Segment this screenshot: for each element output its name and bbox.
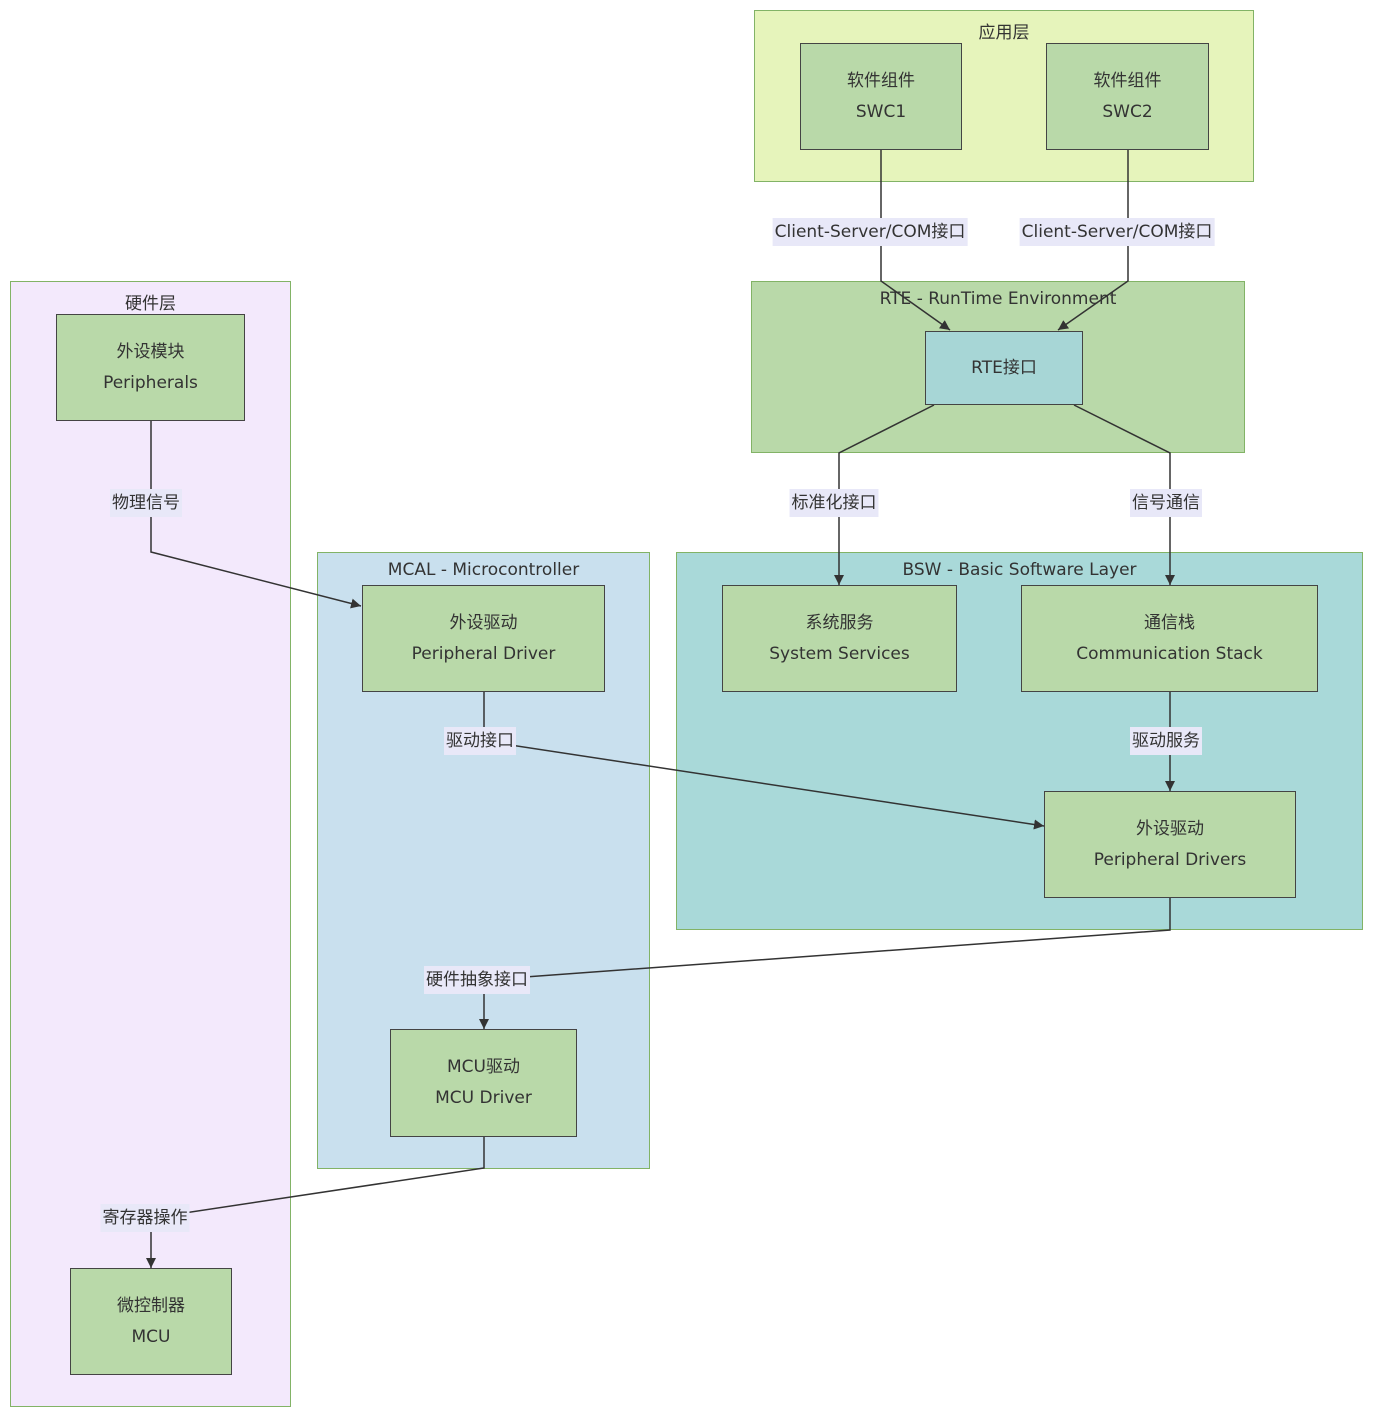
node-line: MCU驱动 — [447, 1057, 520, 1077]
cluster-title: MCAL - Microcontroller — [387, 560, 580, 580]
cluster-title: BSW - Basic Software Layer — [902, 560, 1137, 580]
node-rte-interface: RTE接口 — [925, 331, 1083, 405]
node-system-services: 系统服务 System Services — [722, 585, 957, 692]
node-mcu-driver: MCU驱动 MCU Driver — [390, 1029, 577, 1137]
node-line: 外设模块 — [116, 341, 185, 362]
edge-swc1-rte — [880, 150, 951, 331]
node-line: System Services — [769, 643, 910, 664]
cluster-title: RTE - RunTime Environment — [879, 289, 1117, 309]
edge-label: Client-Server/COM接口 — [772, 218, 968, 246]
node-bsw-peripheral-drivers: 外设驱动 Peripheral Drivers — [1044, 791, 1296, 898]
edge-rte-sys — [834, 404, 935, 585]
cluster-title: 硬件层 — [125, 294, 176, 314]
edge-label: 信号通信 — [1130, 489, 1202, 517]
node-mcal-peripheral-driver: 外设驱动 Peripheral Driver — [362, 585, 605, 692]
edge-label: 标准化接口 — [789, 489, 879, 517]
edge-hw-mcal — [150, 421, 362, 609]
edge-label: Client-Server/COM接口 — [1019, 218, 1215, 246]
node-peripherals: 外设模块 Peripherals — [56, 314, 245, 421]
node-line: MCU — [131, 1326, 171, 1347]
node-line: 软件组件 — [1093, 70, 1162, 91]
node-line: Peripheral Drivers — [1093, 849, 1247, 870]
node-line: RTE接口 — [971, 357, 1037, 378]
node-line: Peripherals — [103, 372, 198, 393]
edge-swc2-rte — [1057, 150, 1129, 331]
cluster-rte: RTE - RunTime Environment — [751, 281, 1245, 453]
node-line: 系统服务 — [805, 612, 874, 633]
node-line: 通信栈 — [1144, 612, 1195, 633]
node-line: 外设驱动 — [1136, 818, 1204, 839]
node-line: Communication Stack — [1076, 643, 1263, 664]
node-line: Peripheral Driver — [411, 643, 556, 664]
edge-label: 硬件抽象接口 — [424, 966, 530, 994]
node-communication-stack: 通信栈 Communication Stack — [1021, 585, 1318, 692]
edge-mcal-bsw — [483, 692, 1045, 830]
edge-label: 物理信号 — [110, 489, 182, 517]
node-line: MCU Driver — [435, 1088, 532, 1108]
cluster-title: 应用层 — [978, 23, 1030, 43]
node-mcu: 微控制器 MCU — [70, 1268, 232, 1375]
node-line: SWC2 — [1102, 101, 1153, 122]
edge-label: 驱动接口 — [444, 727, 516, 755]
edge-label: 驱动服务 — [1130, 727, 1202, 755]
node-line: 外设驱动 — [449, 612, 518, 633]
edge-rte-com — [1073, 404, 1175, 585]
edge-mcu-hw — [146, 1137, 485, 1268]
edge-bsw-mcu — [479, 898, 1171, 1029]
edge-label: 寄存器操作 — [100, 1204, 190, 1232]
node-line: SWC1 — [855, 101, 907, 122]
node-line: 软件组件 — [847, 70, 915, 91]
node-swc1: 软件组件 SWC1 — [800, 43, 962, 150]
node-line: 微控制器 — [117, 1295, 185, 1316]
node-swc2: 软件组件 SWC2 — [1046, 43, 1209, 150]
